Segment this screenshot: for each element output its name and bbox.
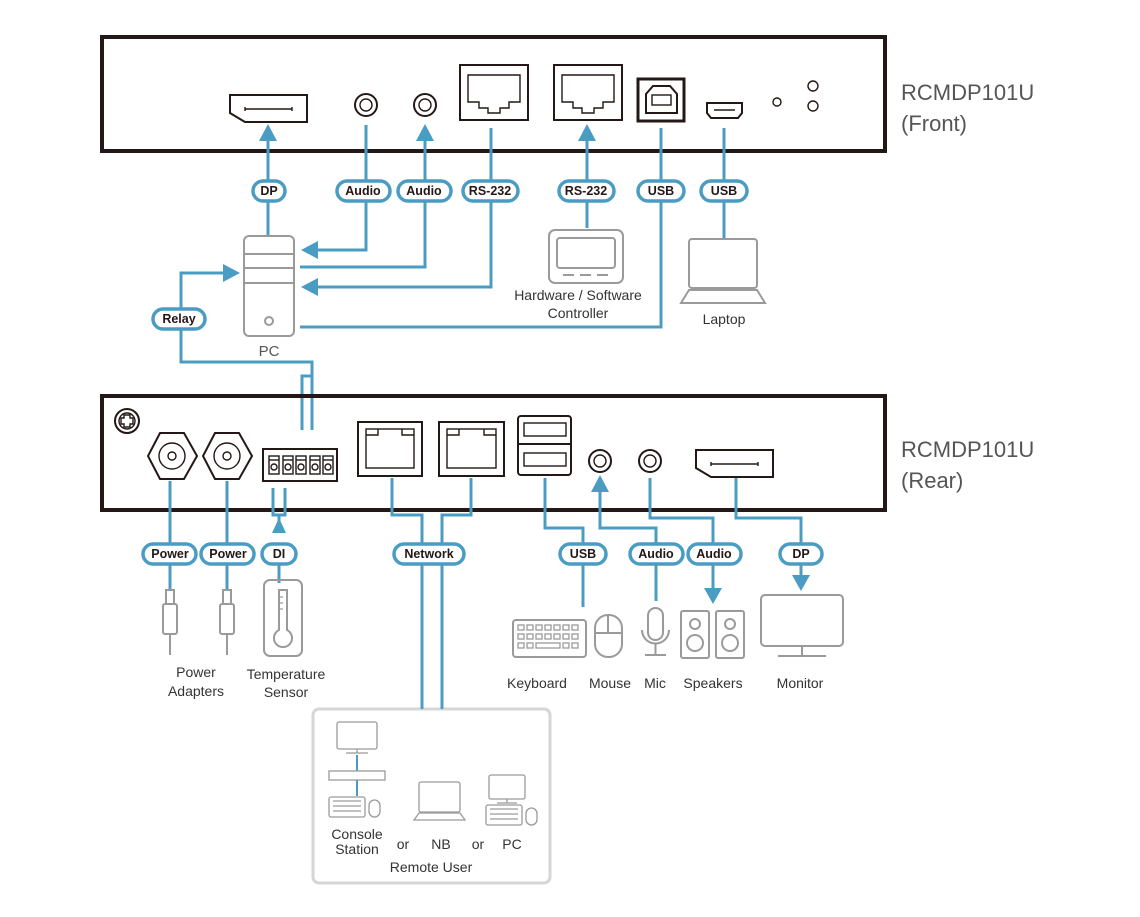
rear-network-port-2-icon — [438, 421, 505, 477]
pill-dp — [778, 542, 824, 566]
console-station-label-line2: Station — [335, 841, 379, 857]
controller-label-line2: Controller — [548, 305, 609, 321]
rear-audio-jack-1-icon — [588, 449, 612, 473]
pill-power-text: Power — [209, 547, 247, 561]
pill-rs232 — [557, 179, 616, 203]
rear-wires — [168, 475, 810, 710]
rear-device-chassis — [100, 394, 887, 512]
power-adapter-1-icon — [162, 589, 178, 655]
pc-tower-icon — [243, 235, 295, 337]
pill-network-text: Network — [404, 547, 453, 561]
remote-pc-label: PC — [502, 836, 521, 852]
temperature-sensor-label-line1: Temperature — [247, 666, 326, 682]
mic-label: Mic — [644, 675, 666, 691]
rear-side-label: (Rear) — [901, 468, 963, 493]
power-socket-2-icon — [201, 432, 254, 480]
remote-user-panel: Console Station or NB or PC Remote User — [311, 700, 552, 885]
monitor-icon — [760, 594, 844, 657]
pill-dp-text: DP — [792, 547, 809, 561]
keyboard-label: Keyboard — [507, 675, 567, 691]
terminal-block-icon — [262, 448, 338, 482]
pill-audio-text: Audio — [696, 547, 732, 561]
or-label: or — [397, 836, 410, 852]
front-rs232-port-1-icon — [459, 64, 529, 121]
front-usb-b-port-icon — [636, 77, 686, 123]
pill-audio-text: Audio — [345, 184, 381, 198]
power-adapters-label-line1: Power — [176, 664, 216, 680]
front-led-icon — [807, 100, 819, 112]
mouse-label: Mouse — [589, 675, 631, 691]
front-wires — [179, 124, 726, 430]
pill-audio — [628, 542, 685, 566]
pill-rs232 — [461, 179, 520, 203]
rear-network-port-1-icon — [357, 421, 423, 477]
mouse-icon — [594, 614, 623, 658]
front-mini-usb-port-icon — [706, 102, 743, 119]
pill-dp — [251, 179, 287, 203]
pill-usb-text: USB — [570, 547, 596, 561]
pill-audio-text: Audio — [638, 547, 674, 561]
temperature-sensor-icon — [263, 579, 303, 657]
notebook-icon — [412, 781, 467, 821]
speakers-label: Speakers — [683, 675, 742, 691]
temperature-sensor-label-line2: Sensor — [264, 684, 309, 700]
remote-user-title: Remote User — [390, 859, 473, 875]
remote-pc-icon — [485, 774, 538, 826]
power-adapter-2-icon — [219, 589, 235, 655]
laptop-label: Laptop — [703, 311, 746, 327]
pill-rs232-text: RS-232 — [469, 184, 511, 198]
rear-dp-port-icon — [695, 449, 774, 478]
pill-power — [199, 542, 256, 566]
or-label: or — [472, 836, 485, 852]
rear-panel — [100, 394, 887, 512]
power-socket-1-icon — [146, 432, 199, 480]
pill-relay-text: Relay — [162, 312, 195, 326]
pc-label: PC — [259, 343, 280, 360]
controller-label-line1: Hardware / Software — [514, 287, 642, 303]
pill-audio — [396, 179, 453, 203]
pill-audio — [335, 179, 392, 203]
microphone-icon — [641, 607, 670, 656]
rear-audio-jack-2-icon — [638, 449, 662, 473]
pill-relay — [151, 307, 207, 331]
front-led-icon — [772, 97, 782, 107]
pill-network — [392, 542, 466, 566]
front-audio-jack-2-icon — [413, 93, 437, 117]
rear-usb-ports-icon — [517, 415, 572, 476]
console-station-icon — [328, 721, 386, 818]
pill-di — [260, 542, 298, 566]
nb-label: NB — [431, 836, 450, 852]
pill-usb — [699, 179, 749, 203]
controller-icon — [548, 229, 624, 284]
ground-screw-icon — [114, 408, 140, 434]
pill-usb-text: USB — [648, 184, 674, 198]
front-dp-port-icon — [229, 94, 308, 123]
power-adapters-label-line2: Adapters — [168, 683, 224, 699]
pill-power-text: Power — [151, 547, 189, 561]
front-cable-labels: DP Audio Audio RS-232 RS-232 USB USB Rel… — [151, 179, 749, 331]
pill-usb — [636, 179, 686, 203]
rear-cable-labels: Power Power DI Network USB Audio Audio D… — [141, 542, 824, 566]
speakers-icon — [680, 610, 745, 659]
front-rs232-port-2-icon — [553, 64, 623, 121]
console-station-label-line1: Console — [331, 826, 383, 842]
front-panel — [100, 35, 887, 153]
front-led-icon — [807, 80, 819, 92]
pill-usb — [558, 542, 608, 566]
front-audio-jack-1-icon — [354, 93, 378, 117]
monitor-label: Monitor — [777, 675, 824, 691]
pill-power — [141, 542, 198, 566]
pill-audio-text: Audio — [406, 184, 442, 198]
laptop-icon — [679, 238, 767, 304]
rear-model-label: RCMDP101U — [901, 437, 1034, 462]
pill-rs232-text: RS-232 — [565, 184, 607, 198]
keyboard-icon — [512, 619, 587, 658]
front-side-label: (Front) — [901, 111, 967, 136]
pill-dp-text: DP — [260, 184, 277, 198]
pill-di-text: DI — [273, 547, 286, 561]
pill-audio — [686, 542, 743, 566]
front-device-chassis — [100, 35, 887, 153]
front-model-label: RCMDP101U — [901, 80, 1034, 105]
pill-usb-text: USB — [711, 184, 737, 198]
